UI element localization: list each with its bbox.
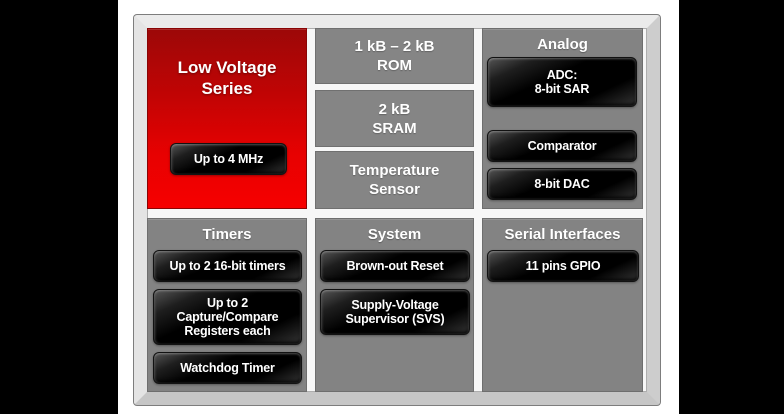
timer-count-button: Up to 2 16-bit timers [153,250,302,282]
comparator-button: Comparator [487,130,637,162]
panel-analog: Analog ADC: 8-bit SAR Comparator 8-bit D… [482,28,643,209]
gpio-button: 11 pins GPIO [487,250,639,282]
analog-title: Analog [537,36,588,53]
diagram-content: Low Voltage Series Up to 4 MHz 1 kB – 2 … [147,28,647,392]
capture-compare-button: Up to 2 Capture/Compare Registers each [153,289,302,345]
dac-button: 8-bit DAC [487,168,637,200]
serial-interfaces-title: Serial Interfaces [504,226,621,243]
memory-box-temp-sensor: Temperature Sensor [315,151,474,209]
memory-box-sram: 2 kB SRAM [315,90,474,147]
brownout-reset-button: Brown-out Reset [320,250,470,282]
watchdog-timer-button: Watchdog Timer [153,352,302,384]
panel-serial-interfaces: Serial Interfaces 11 pins GPIO [482,218,643,392]
panel-system: System Brown-out Reset Supply-Voltage Su… [315,218,474,392]
adc-button: ADC: 8-bit SAR [487,57,637,107]
panel-low-voltage-series: Low Voltage Series Up to 4 MHz [147,28,307,209]
system-title: System [367,226,422,243]
timers-title: Timers [202,226,252,243]
memory-box-rom: 1 kB – 2 kB ROM [315,28,474,84]
series-title: Low Voltage Series [177,58,277,98]
panel-timers: Timers Up to 2 16-bit timers Up to 2 Cap… [147,218,307,392]
block-diagram-frame: Low Voltage Series Up to 4 MHz 1 kB – 2 … [134,15,660,405]
right-black-band [679,0,784,414]
svs-button: Supply-Voltage Supervisor (SVS) [320,289,470,335]
max-speed-button: Up to 4 MHz [170,143,287,175]
left-black-band [0,0,118,414]
